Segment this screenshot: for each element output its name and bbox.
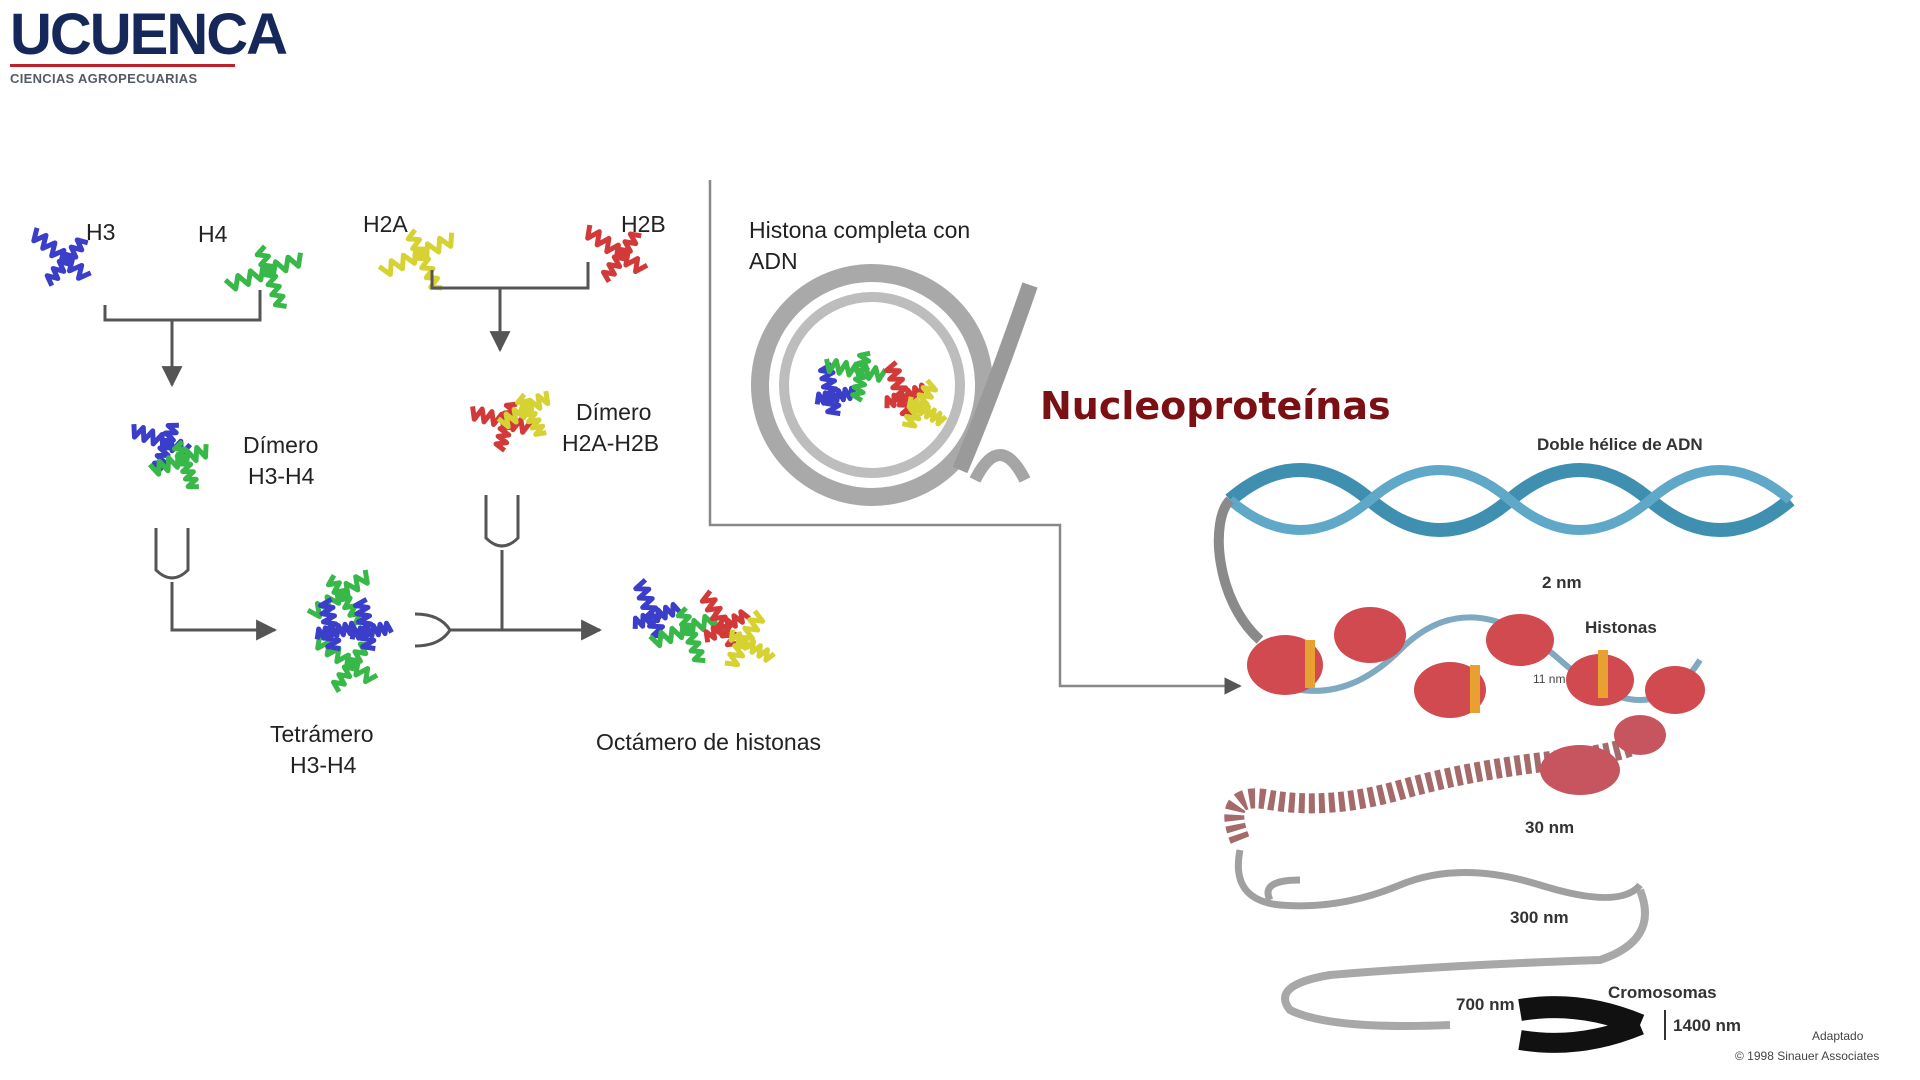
- octamer-h4-coil: [675, 606, 706, 664]
- logo-underline: [10, 64, 235, 67]
- label-h4: H4: [198, 221, 228, 247]
- label-nucleosome-line2: ADN: [749, 248, 798, 274]
- label-11nm: 11 nm: [1533, 672, 1565, 686]
- label-700nm: 700 nm: [1456, 995, 1515, 1014]
- h4-protein-coil: [254, 244, 287, 309]
- label-h2a: H2A: [363, 211, 408, 237]
- tetramer-h4-b-coil: [331, 641, 372, 694]
- h2b-protein: [585, 224, 649, 275]
- h2b-protein-coil: [601, 231, 642, 284]
- label-dimer-h2ah2b-line2: H2A-H2B: [562, 430, 659, 456]
- slide-title: Nucleoproteínas: [1040, 384, 1391, 428]
- label-30nm: 30 nm: [1525, 818, 1574, 837]
- tetramer-h3-b-coil: [349, 620, 394, 641]
- h3-protein: [31, 227, 92, 281]
- octamer-h3-coil: [632, 602, 683, 629]
- label-histonas: Histonas: [1585, 618, 1657, 637]
- label-double-helix: Doble hélice de ADN: [1537, 435, 1703, 454]
- label-tetramer-line2: H3-H4: [290, 752, 357, 778]
- label-cromosomas: Cromosomas: [1608, 983, 1717, 1002]
- label-nucleosome-line1: Histona completa con: [749, 217, 970, 243]
- label-dimer-h3h4-line2: H3-H4: [248, 463, 315, 489]
- label-1400nm: 1400 nm: [1673, 1016, 1741, 1035]
- label-dimer-h2ah2b-line1: Dímero: [576, 399, 651, 425]
- logo: UCUENCA CIENCIAS AGROPECUARIAS: [10, 2, 288, 86]
- dimer-h2ah2b-h2a-coil: [515, 392, 547, 437]
- nucleosome-dna-wrap: [751, 264, 1038, 506]
- tetramer-h3-b: [353, 597, 377, 652]
- condensed-chromosome: [1281, 888, 1666, 1053]
- tetramer-h4-b: [315, 634, 379, 685]
- label-dimer-h3h4-line1: Dímero: [243, 432, 318, 458]
- label-tetramer-line1: Tetrámero: [270, 721, 374, 747]
- octamer-h2b-coil: [703, 609, 751, 643]
- assembly-connectors: [103, 180, 1242, 695]
- label-credit-line1: Adaptado: [1812, 1029, 1864, 1043]
- chromatin-fiber: [1224, 715, 1666, 844]
- nucleosome-h4-coil: [850, 350, 872, 403]
- dimer-h2ah2b-h2b: [470, 406, 533, 435]
- dna-double-helix: [1213, 463, 1795, 644]
- octamer-h3: [633, 577, 667, 639]
- h4-protein: [223, 252, 303, 292]
- nucleosome-h3-coil: [814, 385, 859, 406]
- logo-wordmark: UCUENCA: [10, 2, 288, 67]
- looped-domains: [1234, 849, 1643, 910]
- label-2nm: 2 nm: [1542, 573, 1582, 592]
- octamer-h2a-coil: [728, 629, 776, 663]
- tetramer-h3-a-coil: [314, 620, 359, 641]
- h2a-protein-coil: [405, 228, 443, 291]
- label-octamer: Octámero de histonas: [596, 729, 821, 755]
- h3-protein-coil: [44, 237, 89, 287]
- nucleosome-h3: [818, 362, 842, 417]
- label-h2b: H2B: [621, 211, 666, 237]
- tetramer-h3-a: [318, 597, 342, 652]
- label-h3: H3: [86, 219, 115, 245]
- beads-on-string: [1247, 607, 1705, 718]
- dimer-h3h4-h3-coil: [152, 422, 179, 473]
- dimer-h3h4-h4-coil: [172, 439, 199, 490]
- nucleosome-h2a-coil: [906, 396, 948, 427]
- logo-subtitle: CIENCIAS AGROPECUARIAS: [10, 71, 198, 86]
- label-credit-line2: © 1998 Sinauer Associates: [1735, 1049, 1879, 1063]
- label-300nm: 300 nm: [1510, 908, 1569, 927]
